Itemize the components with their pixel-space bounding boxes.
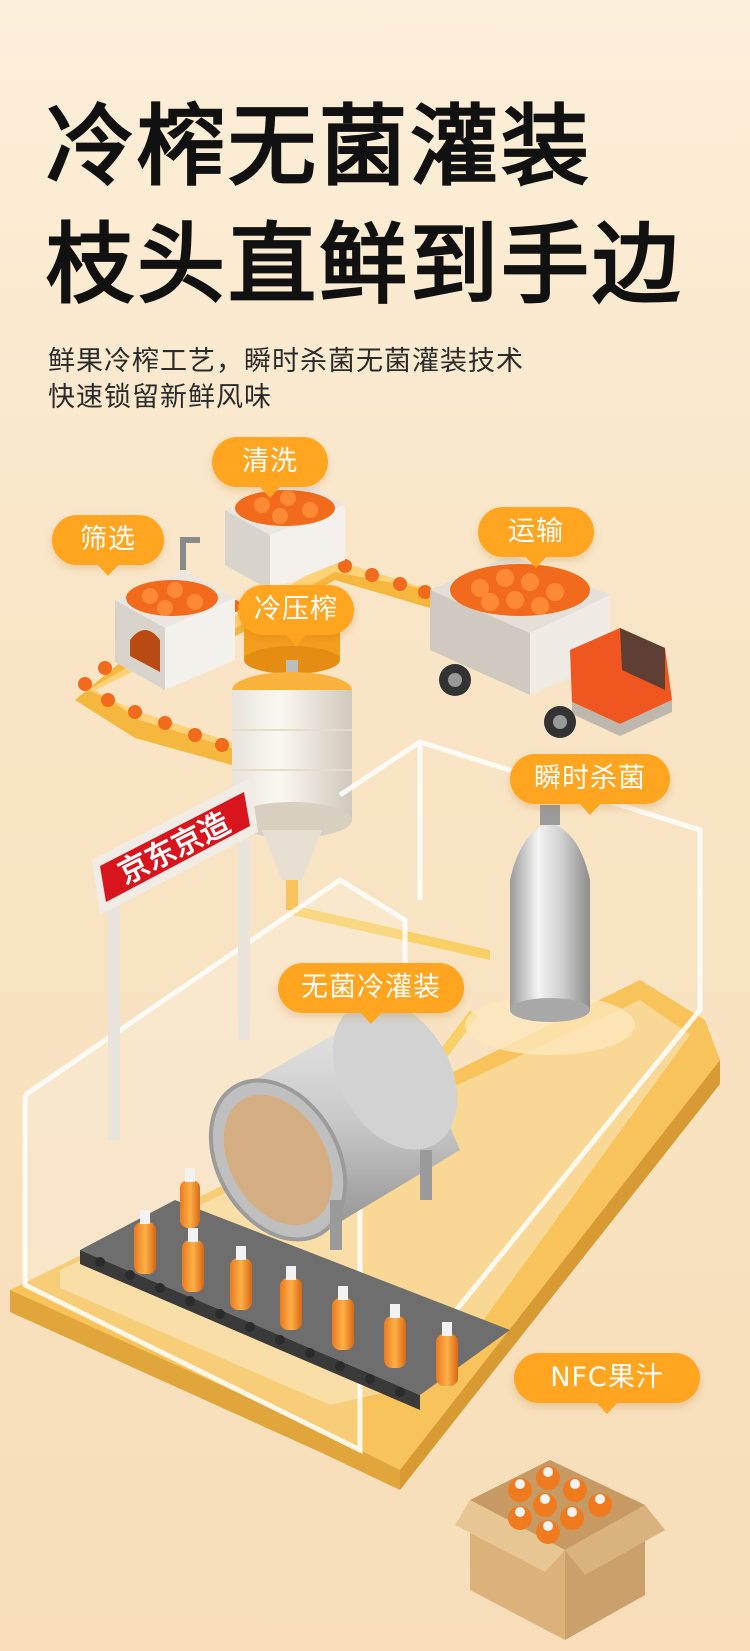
juice-pipe [292, 905, 490, 960]
callout-transport: 运输 [478, 507, 594, 568]
delivery-truck [430, 555, 672, 738]
juice-bottle-carton-icon [455, 1460, 665, 1640]
callout-cold-press: 冷压榨 [238, 585, 354, 646]
sterilizer-tank [465, 805, 635, 1055]
callout-wash: 清洗 [212, 437, 328, 498]
callout-aseptic-fill: 无菌冷灌装 [278, 963, 464, 1024]
headline-line-1: 冷榨无菌灌装 [46, 95, 593, 198]
aseptic-filling-tank [208, 1000, 460, 1250]
washing-machine [225, 457, 345, 590]
subtitle-line-1: 鲜果冷榨工艺，瞬时杀菌无菌灌装技术 [48, 346, 524, 377]
callout-screen: 筛选 [52, 515, 164, 576]
juice-bottles [134, 1168, 458, 1386]
subtitle: 鲜果冷榨工艺，瞬时杀菌无菌灌装技术 快速锁留新鲜风味 [48, 344, 524, 416]
callout-product: NFC果汁 [514, 1353, 700, 1414]
headline: 冷榨无菌灌装 枝头直鲜到手边 [46, 88, 683, 324]
headline-line-2: 枝头直鲜到手边 [46, 213, 684, 316]
subtitle-line-2: 快速锁留新鲜风味 [48, 382, 272, 413]
callout-sterilize: 瞬时杀菌 [510, 754, 670, 815]
screening-machine [115, 537, 235, 690]
